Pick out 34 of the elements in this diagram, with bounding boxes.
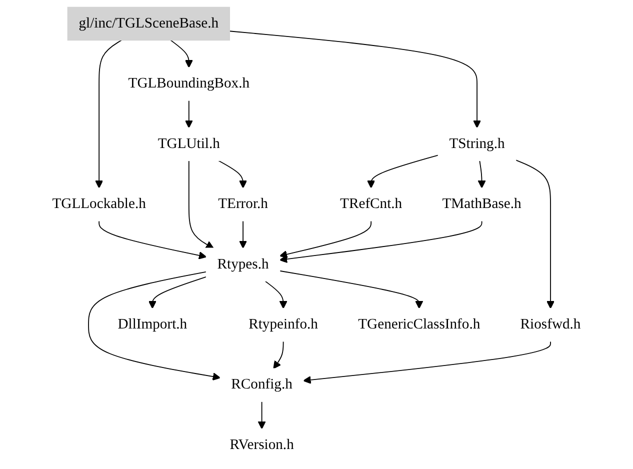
arrow: [148, 276, 207, 309]
arrow: [239, 220, 248, 249]
node-text: RVersion.h: [230, 437, 294, 453]
node-text: TMathBase.h: [442, 196, 522, 212]
node-text: TRefCnt.h: [340, 196, 402, 212]
node-box: gl/inc/TGLSceneBase.h: [67, 6, 230, 41]
node-text: TGLBoundingBox.h: [128, 76, 250, 92]
arrow: [367, 154, 439, 188]
arrow: [88, 271, 221, 381]
arrow: [188, 160, 214, 249]
node-text: DllImport.h: [118, 316, 188, 332]
arrow: [229, 30, 482, 128]
arrow: [264, 280, 288, 309]
arrow: [279, 220, 372, 258]
arrow: [515, 160, 555, 309]
node-text: TString.h: [449, 136, 505, 152]
node-text: TGenericClassInfo.h: [358, 316, 480, 332]
node-text: RConfig.h: [231, 376, 292, 392]
arrow: [303, 340, 551, 384]
arrow: [258, 401, 266, 430]
arrow: [170, 40, 193, 68]
node-text: Rtypeinfo.h: [248, 316, 318, 332]
arrow: [218, 160, 248, 188]
arrow: [95, 40, 122, 188]
node-text: Riosfwd.h: [520, 316, 581, 332]
arrow: [279, 220, 482, 264]
arrow: [273, 340, 284, 369]
arrow: [184, 100, 193, 128]
node-text: TGLUtil.h: [158, 136, 220, 152]
node-text: TGLLockable.h: [52, 196, 146, 212]
arrow: [98, 220, 207, 260]
node-text: TError.h: [218, 196, 268, 212]
arrow: [279, 270, 424, 309]
arrow: [478, 160, 486, 188]
